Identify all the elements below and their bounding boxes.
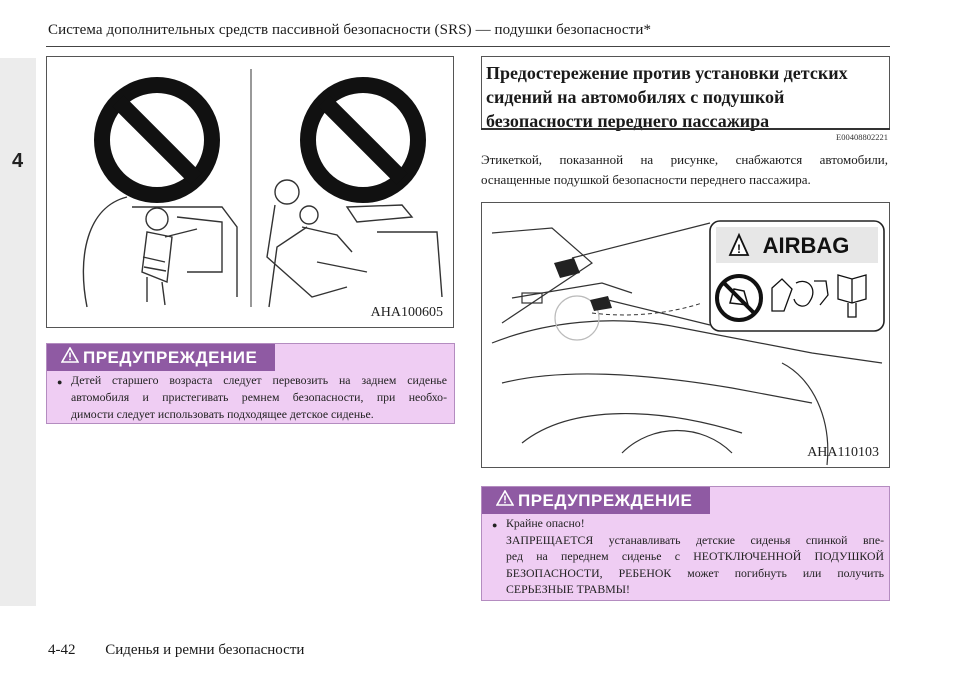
warning-line: автомобиля и пристегивать ремнем безопас… xyxy=(71,390,447,404)
warning-line: СЕРЬЕЗНЫЕ ТРАВМЫ! xyxy=(506,582,630,596)
warning-box-right: ПРЕДУПРЕЖДЕНИЕ ● Крайне опасно! ЗАПРЕЩАЕ… xyxy=(481,486,890,601)
no-children-front-illustration xyxy=(82,69,443,308)
section-paragraph: Этикеткой, показанной на рисунке, снабжа… xyxy=(481,150,888,190)
header-divider xyxy=(46,46,890,47)
section-code: E00408802221 xyxy=(836,132,888,142)
child-at-dashboard-drawing xyxy=(82,196,238,308)
page-header: Система дополнительных средств пассивной… xyxy=(48,22,652,38)
warning-triangle-icon xyxy=(60,346,80,368)
airbag-warning-triangle-icon: ! xyxy=(728,232,750,256)
warning-header: ПРЕДУПРЕЖДЕНИЕ xyxy=(482,487,710,514)
airbag-deploy-icon xyxy=(771,278,829,312)
manual-book-icon xyxy=(837,274,867,318)
warning-line: Детей старшего возраста следует перевози… xyxy=(71,373,447,387)
bullet-icon: ● xyxy=(57,377,63,387)
figure-code: AHA110103 xyxy=(807,445,879,460)
warning-heading: ПРЕДУПРЕЖДЕНИЕ xyxy=(518,490,693,510)
warning-line: БЕЗОПАСНОСТИ, РЕБЕНОК может погибнуть ил… xyxy=(506,565,884,580)
section-title: Предостережение против установки детских… xyxy=(481,56,890,131)
chapter-number: 4 xyxy=(12,150,24,172)
section-title-divider xyxy=(481,128,890,130)
warning-line: димости следует использовать подходящее … xyxy=(71,407,374,421)
warning-heading: ПРЕДУПРЕЖДЕНИЕ xyxy=(83,347,258,367)
page-footer: 4-42 Сиденья и ремни безопасности xyxy=(48,642,304,659)
label-position-marker xyxy=(554,258,612,311)
airbag-warning-mark: ! xyxy=(737,242,741,256)
figure-airbag-label: ! AIRBAG AHA110103 xyxy=(481,202,890,468)
section-title-line: сидений на автомобилях с подушкой xyxy=(486,87,785,107)
prohibition-icon xyxy=(94,77,220,203)
chapter-sidebar: 4 xyxy=(0,58,36,606)
warning-header: ПРЕДУПРЕЖДЕНИЕ xyxy=(47,344,275,371)
warning-text: Крайне опасно! ЗАПРЕЩАЕТСЯ устанавливать… xyxy=(506,515,884,598)
chapter-title: Сиденья и ремни безопасности xyxy=(105,642,305,658)
no-rear-facing-seat-icon xyxy=(715,274,763,322)
warning-line: ЗАПРЕЩАЕТСЯ устанавливать детские сидень… xyxy=(506,532,884,547)
prohibition-icon xyxy=(300,77,426,203)
dashboard-airbag-illustration: ! AIRBAG xyxy=(491,220,885,466)
warning-text: Детей старшего возраста следует перевози… xyxy=(71,372,447,423)
section-title-line: безопасности переднего пассажира xyxy=(486,111,770,131)
paragraph-line: Этикеткой, показанной на рисунке, снабжа… xyxy=(481,152,888,167)
figure-no-children-front-seat: AHA100605 xyxy=(46,56,454,328)
page-number: 4-42 xyxy=(48,642,76,658)
warning-line: ред на переднем сиденье с НЕОТКЛЮЧЕННОЙ … xyxy=(506,549,884,563)
section-title-line: Предостережение против установки детских xyxy=(486,63,848,83)
bullet-icon: ● xyxy=(492,520,498,530)
figure-code: AHA100605 xyxy=(370,305,443,320)
paragraph-line: оснащенные подушкой безопасности передне… xyxy=(481,172,811,187)
warning-box-left: ПРЕДУПРЕЖДЕНИЕ ● Детей старшего возраста… xyxy=(46,343,455,424)
airbag-label-text: AIRBAG xyxy=(763,233,850,258)
warning-triangle-icon xyxy=(495,489,515,511)
warning-line: Крайне опасно! xyxy=(506,516,585,530)
adult-holding-child-drawing xyxy=(266,179,443,308)
